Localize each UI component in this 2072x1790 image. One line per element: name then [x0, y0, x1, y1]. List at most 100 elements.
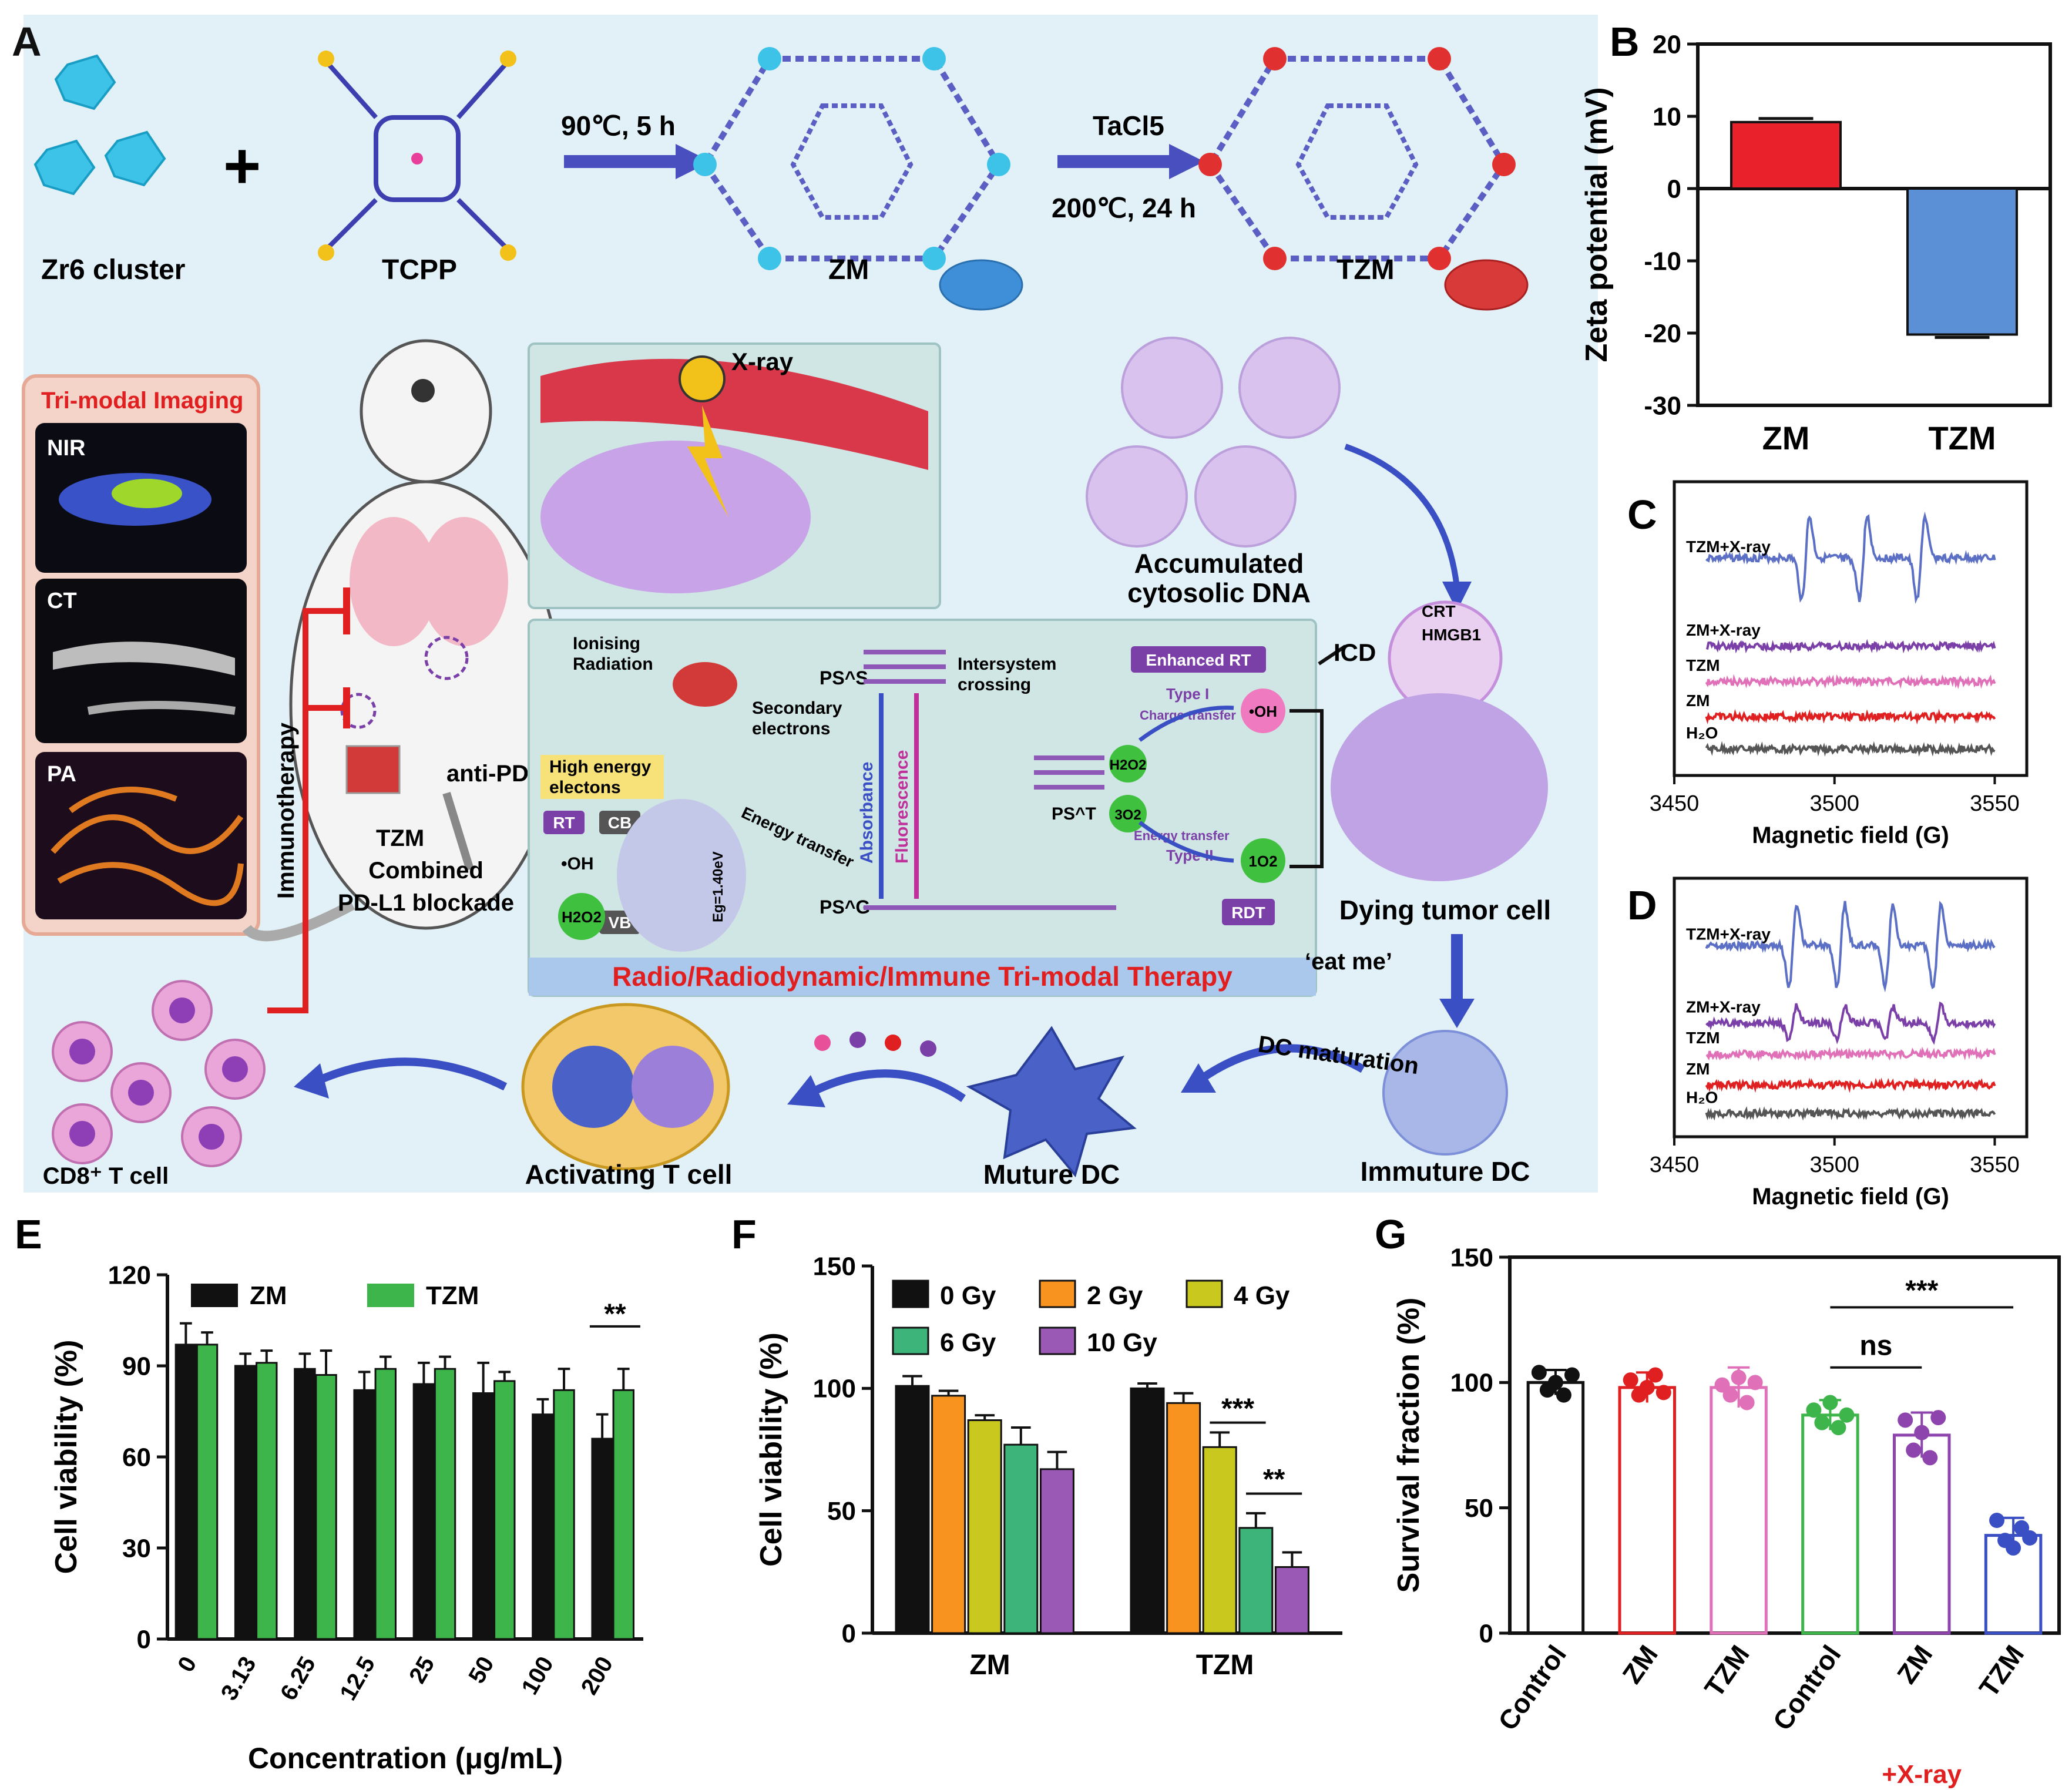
bar-zm	[1730, 120, 1842, 190]
tcpp-label: TCPP	[382, 254, 457, 286]
bar-10-gy	[1039, 1468, 1074, 1634]
epr-trace	[1705, 674, 1996, 690]
x-axis-title: Magnetic field (G)	[1752, 822, 1949, 848]
legend-swatch	[892, 1326, 929, 1355]
zr6-cluster-icon	[33, 54, 166, 196]
y-tick-label: 90	[122, 1352, 151, 1381]
x-tick-label: 3550	[1970, 791, 2020, 816]
y-tick-label: 0	[1479, 1619, 1493, 1648]
y-tick-label: 50	[1465, 1494, 1493, 1523]
fluorescence-label: Fluorescence	[892, 750, 912, 864]
x-tick-label: TZM	[1973, 1640, 2030, 1702]
data-point	[1839, 1407, 1855, 1423]
y-tick-label: 0	[137, 1625, 151, 1654]
bar-2-gy	[1166, 1402, 1201, 1634]
x-tick-label: 3450	[1650, 791, 1700, 816]
plot-frame	[1673, 876, 2029, 1139]
ionising-label-1: Ionising	[573, 634, 640, 653]
y-tick-label: 20	[1653, 30, 1681, 59]
ps-g-label: PS^G	[820, 896, 870, 918]
tumor-tissue-icon	[540, 441, 811, 593]
ct-label: CT	[47, 589, 77, 613]
ionising-label-2: Radiation	[573, 654, 653, 674]
series-label: TZM	[1686, 1029, 1720, 1047]
legend-swatch	[1039, 1279, 1076, 1308]
x-tick-label: 6.25	[276, 1653, 321, 1705]
bar-zm	[472, 1392, 495, 1640]
y-tick-label: 60	[122, 1443, 151, 1472]
legend-label: 6 Gy	[940, 1328, 996, 1357]
condition-step1: 90℃, 5 h	[561, 110, 676, 141]
mature-dc-icon	[966, 1026, 1137, 1178]
isc-label-2: crossing	[958, 675, 1031, 694]
cytosolic-dna-cells	[1086, 337, 1341, 548]
x-tick-label: 50	[464, 1653, 499, 1688]
cd8-t-cells	[52, 980, 266, 1167]
panel-label-a: A	[12, 19, 42, 65]
x-axis-title: Concentration (μg/mL)	[248, 1742, 563, 1775]
x-tick-label: 3500	[1809, 1153, 1859, 1177]
dna-arrow	[1344, 444, 1460, 588]
bar-zm	[234, 1365, 257, 1640]
immunotherapy-connector	[267, 608, 347, 1013]
nir-label: NIR	[47, 436, 85, 461]
oh-out-label: •OH	[1249, 703, 1277, 720]
x-tick-label: ZM	[1891, 1640, 1939, 1689]
synthesis-arrowhead-2	[1169, 144, 1204, 179]
legend-swatch	[892, 1279, 929, 1308]
bar-2-gy	[931, 1395, 966, 1634]
immature-dc-label: Immuture DC	[1361, 1156, 1530, 1187]
y-tick-label: 10	[1653, 102, 1681, 131]
epr-trace	[1705, 1046, 1996, 1062]
zm-label: ZM	[828, 254, 869, 286]
data-point	[1806, 1402, 1822, 1418]
combined-label: Combined	[368, 858, 483, 884]
h2o2-icon	[558, 893, 605, 940]
legend-swatch	[1186, 1279, 1223, 1308]
lightning-icon	[687, 405, 728, 517]
x-tick-label: TZM	[1698, 1640, 1755, 1702]
data-point	[1547, 1375, 1563, 1391]
blood-vessel-icon	[540, 358, 928, 470]
eat-me-label: ‘eat me’	[1305, 949, 1392, 975]
bar-tzm	[493, 1380, 516, 1640]
ps-s-label: PS^S	[820, 667, 868, 689]
pa-label: PA	[47, 762, 76, 787]
x-tick-label: ZM	[1616, 1640, 1664, 1689]
dying-tumor-cell-icon	[1331, 693, 1548, 881]
legend-label: ZM	[250, 1281, 287, 1310]
x-tick-label: TZM	[1196, 1650, 1254, 1681]
panel-label-f: F	[731, 1211, 757, 1257]
series-label: TZM+X-ray	[1686, 925, 1771, 943]
bar-tzm	[553, 1389, 575, 1640]
y-tick-label: 100	[813, 1375, 856, 1403]
legend-label: TZM	[426, 1281, 479, 1310]
immature-dc-icon	[1382, 1030, 1508, 1156]
mouse-icon	[242, 339, 563, 942]
legend-label: 4 Gy	[1234, 1281, 1290, 1310]
bar-6-gy	[1238, 1527, 1274, 1634]
h2o2-mid-label: H2O2	[1110, 757, 1147, 773]
syringe-icon	[442, 791, 474, 871]
rt-badge: RT	[553, 814, 575, 832]
data-point	[1722, 1387, 1738, 1403]
bar-control	[1801, 1413, 1859, 1635]
legend-label: 0 Gy	[940, 1281, 996, 1310]
series-label: TZM	[1686, 656, 1720, 674]
significance-label: ***	[1221, 1393, 1254, 1424]
plot-frame	[1508, 1255, 2061, 1635]
epr-trace	[1705, 511, 1996, 604]
radiation-icon	[679, 355, 726, 402]
bar-zm	[353, 1389, 375, 1640]
bar-tzm	[1906, 187, 2018, 336]
significance-label: **	[604, 1299, 626, 1330]
plot-frame	[1696, 42, 2052, 407]
legend-swatch	[367, 1284, 414, 1307]
data-point	[2022, 1530, 2038, 1546]
dna-label-line1: Accumulated	[1134, 548, 1304, 579]
zm-framework-icon	[693, 47, 1023, 311]
rdt-badge: RDT	[1231, 904, 1265, 922]
